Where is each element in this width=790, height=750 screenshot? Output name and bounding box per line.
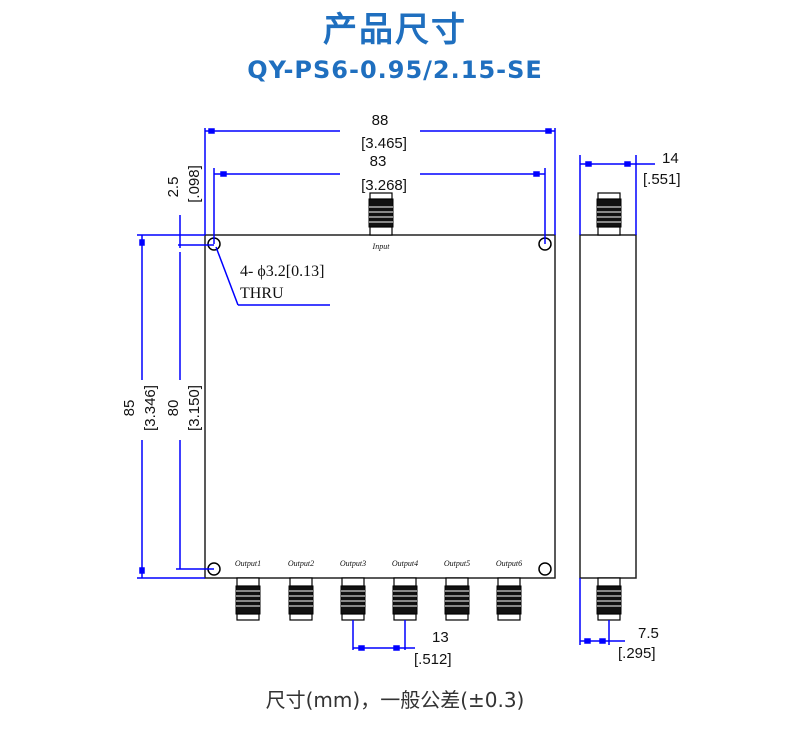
dim-hole-offset-inch: [.098] — [186, 165, 203, 203]
tolerance-caption: 尺寸(mm)，一般公差(±0.3) — [265, 688, 525, 712]
device-body-side — [579, 234, 637, 579]
output-label: Output2 — [288, 559, 314, 568]
input-connector — [368, 192, 394, 236]
hole-note-thru: THRU — [240, 285, 284, 302]
dim-thickness-inch: [.551] — [643, 171, 681, 188]
dim-side-offset-inch: [.295] — [618, 645, 656, 662]
output-connector — [496, 577, 522, 621]
dim-hole-spacing-y: 80 — [165, 400, 182, 417]
dim-side-offset: 7.5 — [638, 625, 659, 642]
side-output-connector — [596, 577, 622, 621]
dim-overall-width: 88 — [372, 112, 389, 129]
output-label: Output1 — [235, 559, 261, 568]
page-title: 产品尺寸 — [323, 10, 467, 50]
output-label: Output5 — [444, 559, 470, 568]
dim-overall-height-inch: [3.346] — [142, 385, 159, 431]
device-body-front — [204, 234, 556, 579]
dim-hole-spacing-x: 83 — [370, 153, 387, 170]
output-label: Output4 — [392, 559, 418, 568]
output-label: Output3 — [340, 559, 366, 568]
input-label: Input — [372, 242, 391, 251]
output-connector — [235, 577, 261, 621]
dim-hole-spacing-x-inch: [3.268] — [361, 177, 407, 194]
dim-overall-height: 85 — [121, 400, 138, 417]
dim-hole-spacing-y-inch: [3.150] — [186, 385, 203, 431]
output-label: Output6 — [496, 559, 522, 568]
side-input-connector — [596, 192, 622, 236]
dim-hole-offset: 2.5 — [165, 177, 182, 198]
output-connector — [444, 577, 470, 621]
hole-note: 4- ϕ3.2[0.13] — [240, 263, 324, 280]
model-number: QY-PS6-0.95/2.15-SE — [247, 56, 543, 84]
dim-thickness: 14 — [662, 150, 679, 167]
dim-port-pitch-inch: [.512] — [414, 651, 452, 668]
dim-port-pitch: 13 — [432, 629, 449, 646]
dim-overall-width-inch: [3.465] — [361, 135, 407, 152]
output-connector — [288, 577, 314, 621]
output-connector — [392, 577, 418, 621]
output-connector — [340, 577, 366, 621]
mounting-hole — [538, 562, 552, 576]
dimension-lines — [137, 128, 655, 651]
